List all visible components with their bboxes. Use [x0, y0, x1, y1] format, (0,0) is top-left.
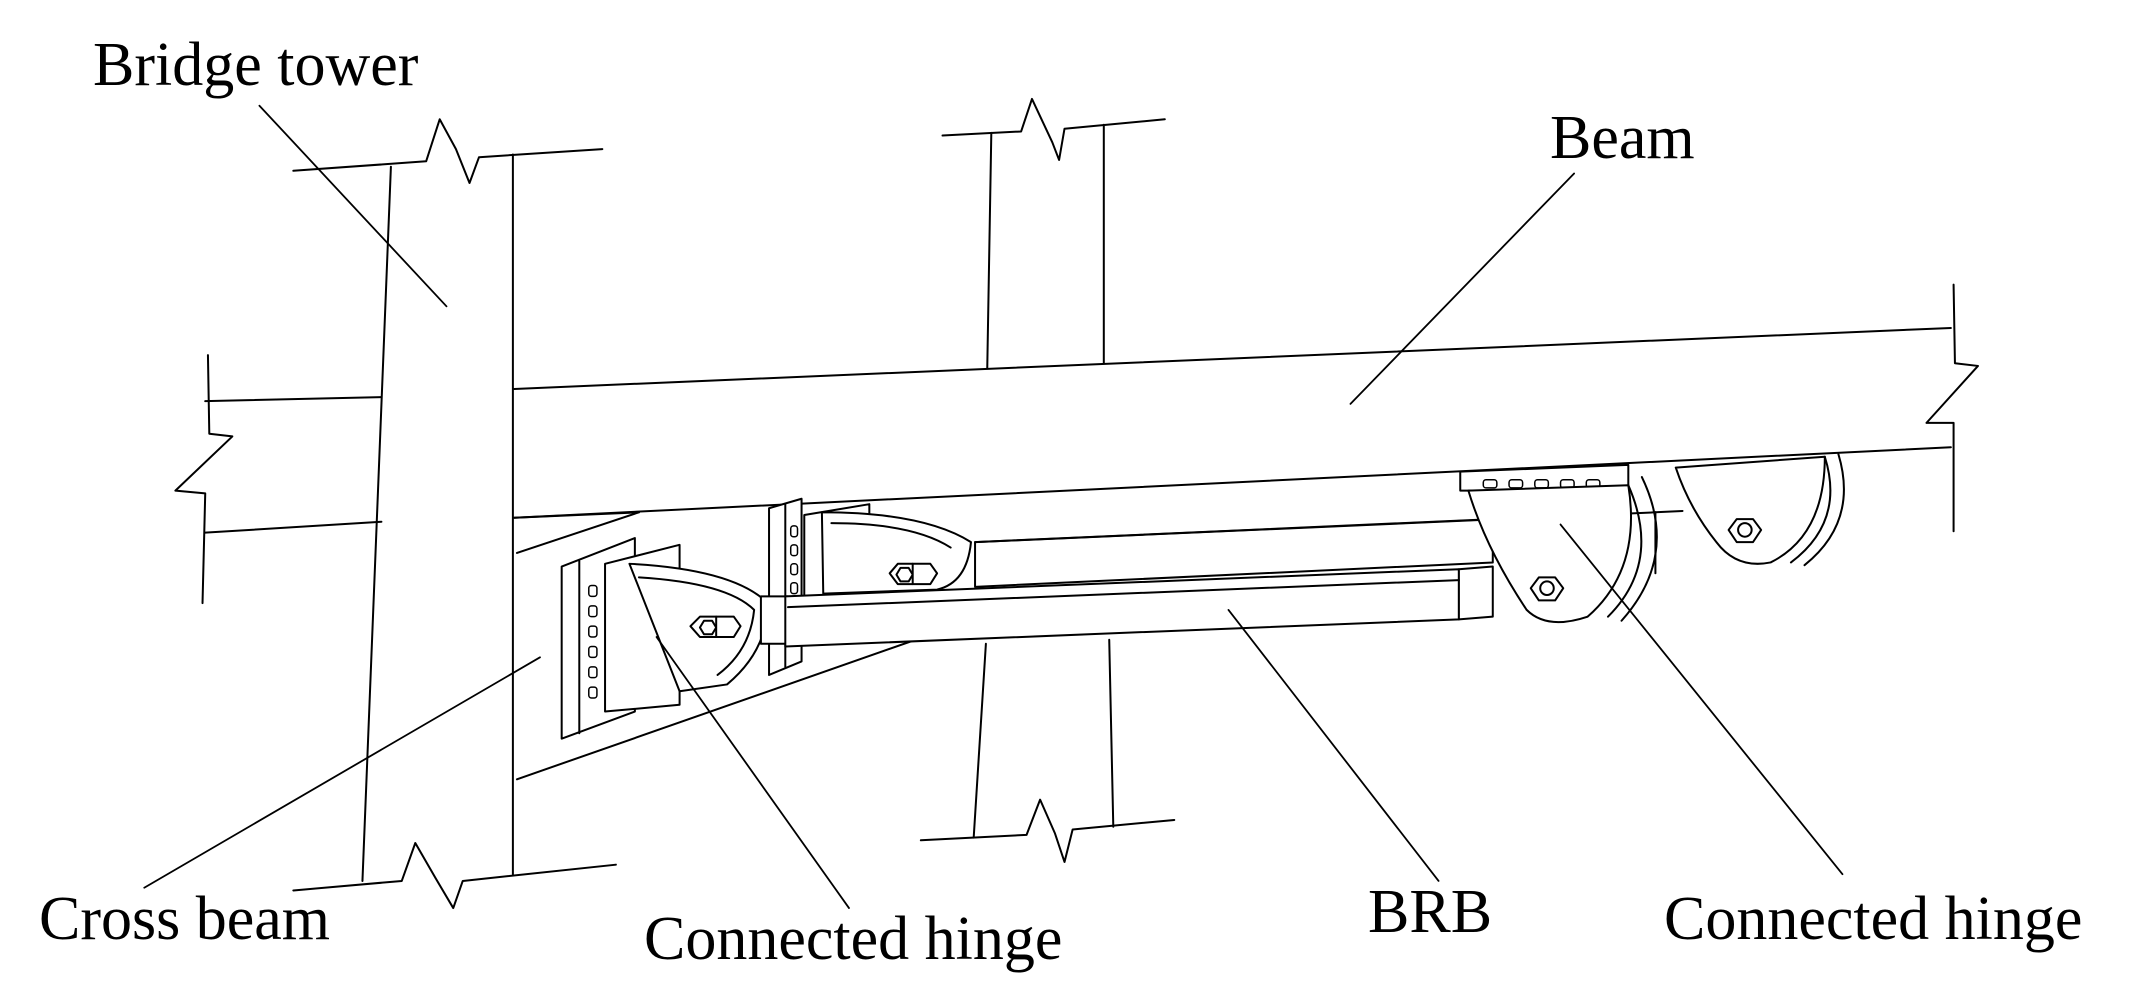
label-beam: Beam [1550, 104, 1695, 172]
brb-lower [761, 567, 1493, 647]
leader-beam [1350, 173, 1574, 403]
leader-cross-beam [144, 657, 540, 887]
bridge-tower [293, 119, 616, 908]
label-connected-hinge-right: Connected hinge [1664, 885, 2083, 953]
beam [175, 285, 1978, 603]
hinge-left-lower [629, 564, 767, 691]
leader-hinge-right [1561, 525, 1843, 875]
middle-column [921, 99, 1174, 862]
leader-bridge-tower [259, 106, 446, 307]
cross-beam [517, 512, 924, 779]
hinge-right-lower [1460, 465, 1657, 622]
label-connected-hinge-left: Connected hinge [644, 905, 1063, 973]
label-bridge-tower: Bridge tower [93, 31, 419, 99]
leader-brb [1228, 610, 1438, 881]
leader-lines [144, 106, 1842, 908]
end-plate-left [562, 538, 680, 739]
hinge-right-upper [1655, 454, 1844, 573]
label-brb: BRB [1368, 878, 1493, 946]
leader-hinge-left [657, 637, 849, 908]
hinge-left-upper [822, 512, 971, 593]
label-cross-beam: Cross beam [39, 885, 331, 953]
